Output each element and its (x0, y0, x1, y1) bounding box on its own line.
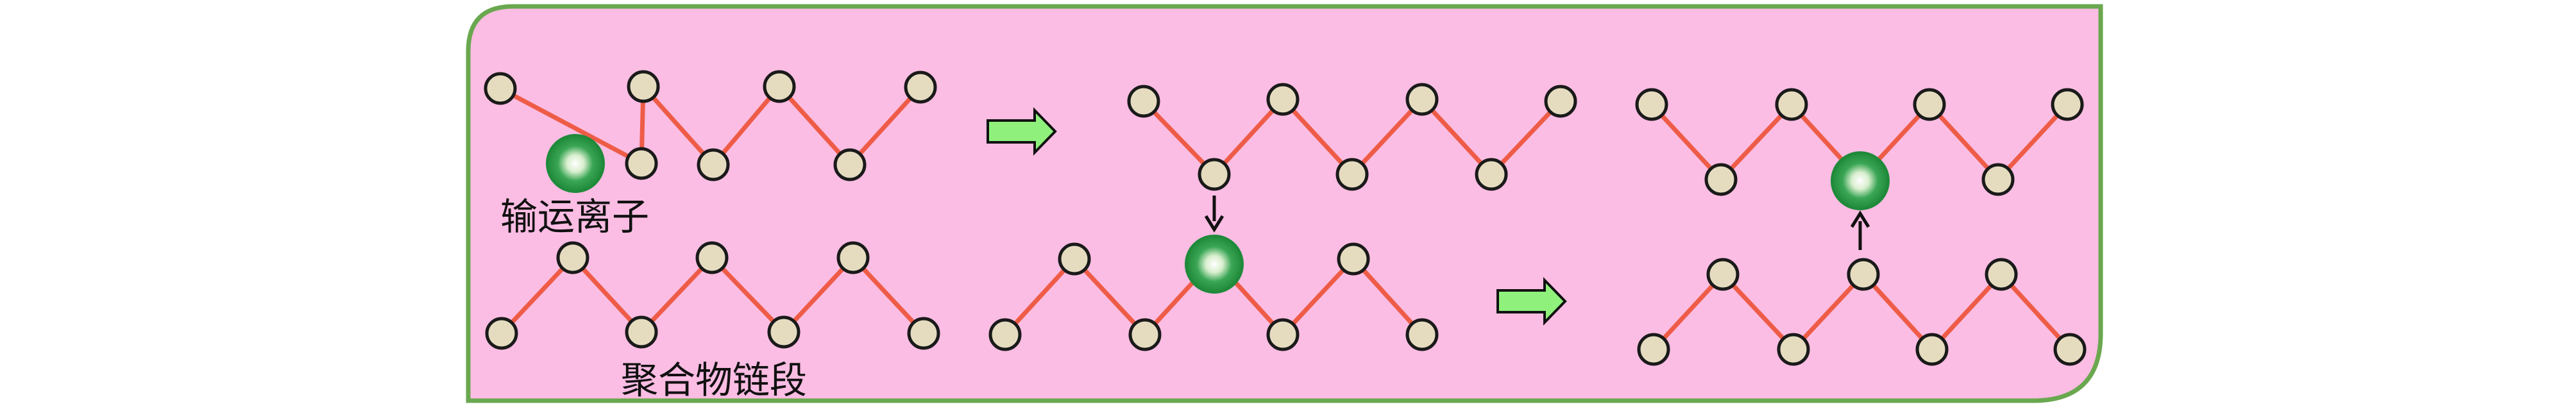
monomer-node-icon (767, 315, 801, 349)
monomer-node-icon (763, 70, 796, 103)
ion-sphere-icon (1831, 151, 1890, 210)
block-right-arrow-icon (1496, 277, 1567, 326)
monomer-node-icon (1775, 88, 1808, 121)
chain-stage1-bottom (485, 241, 940, 350)
monomer-node-icon (907, 317, 940, 350)
monomer-node-icon (1128, 318, 1162, 351)
monomer-node-icon (1475, 158, 1508, 191)
monomer-node-icon (625, 147, 658, 180)
monomer-node-icon (1058, 242, 1091, 276)
block-right-arrow-icon (987, 107, 1057, 156)
diagram-panel (466, 4, 2103, 403)
monomer-node-icon (1198, 158, 1231, 191)
polymer-segment-label: 聚合物链段 (621, 358, 807, 402)
up-arrow-icon (1850, 210, 1870, 250)
monomer-node-icon (1637, 333, 1670, 366)
monomer-node-icon (1405, 83, 1439, 116)
monomer-node-icon (1405, 318, 1439, 351)
monomer-node-icon (2053, 333, 2087, 366)
monomer-node-icon (1706, 258, 1740, 291)
monomer-node-icon (1266, 83, 1300, 116)
monomer-node-icon (836, 241, 870, 274)
ion-sphere-icon (1185, 235, 1244, 294)
monomer-node-icon (1981, 163, 2015, 196)
monomer-node-icon (833, 148, 867, 181)
monomer-node-icon (2051, 88, 2084, 121)
monomer-node-icon (1635, 88, 1668, 121)
monomer-node-icon (1266, 318, 1300, 351)
monomer-node-icon (697, 148, 730, 181)
chain-stage2-top (1127, 83, 1577, 191)
monomer-node-icon (625, 315, 658, 349)
monomer-node-icon (1335, 158, 1369, 191)
monomer-node-icon (904, 71, 937, 104)
monomer-node-icon (484, 72, 517, 105)
monomer-node-icon (1985, 258, 2018, 291)
monomer-node-icon (485, 317, 518, 350)
monomer-node-icon (1127, 85, 1160, 118)
monomer-node-icon (1704, 163, 1738, 196)
monomer-node-icon (556, 241, 589, 274)
monomer-node-icon (1847, 258, 1880, 291)
monomer-node-icon (1777, 333, 1810, 366)
down-arrow-icon (1204, 196, 1224, 233)
ion-sphere-icon (546, 134, 605, 193)
monomer-node-icon (1913, 88, 1946, 121)
monomer-node-icon (1337, 242, 1370, 276)
monomer-node-icon (988, 318, 1022, 351)
monomer-node-icon (1544, 85, 1577, 118)
ion-label: 输运离子 (500, 195, 649, 238)
chain-stage1-top (484, 70, 937, 181)
monomer-node-icon (695, 241, 729, 274)
monomer-node-icon (1915, 333, 1949, 366)
monomer-node-icon (627, 70, 660, 103)
chain-stage3-bottom (1637, 258, 2087, 366)
